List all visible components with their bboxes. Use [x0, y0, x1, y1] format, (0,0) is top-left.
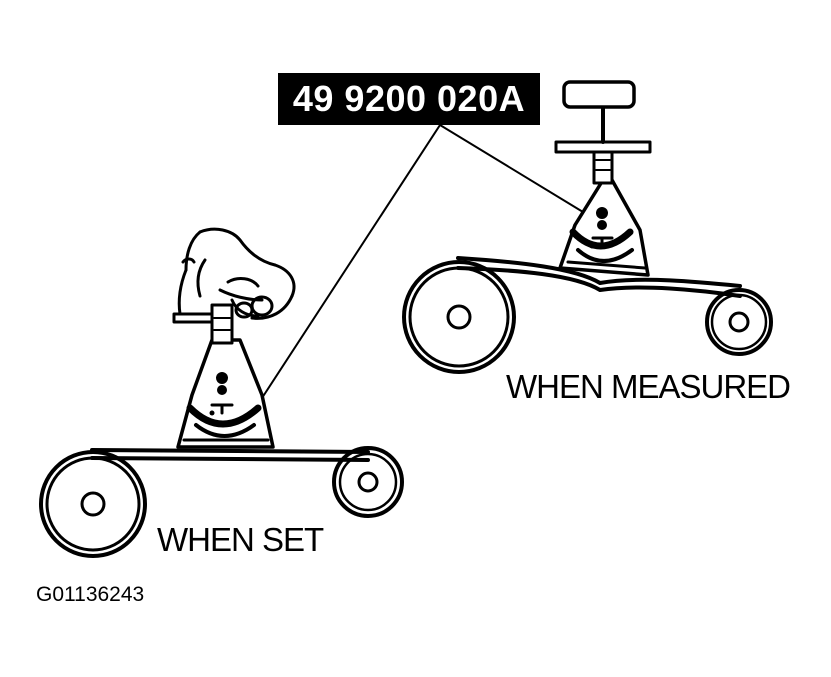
t-handle-measured [554, 80, 652, 185]
tension-gauge-measured [402, 80, 773, 374]
hand-set [177, 227, 296, 320]
when-set-label: WHEN SET [157, 521, 324, 558]
belt-measured [456, 256, 742, 298]
tension-gauge-set [39, 227, 404, 558]
small-pulley-set [332, 446, 404, 518]
gauge-stem-set [172, 303, 234, 345]
leader-lines [261, 124, 584, 399]
large-pulley-set [39, 450, 147, 558]
large-pulley-measured [402, 260, 516, 374]
figure-id-label: G01136243 [36, 583, 145, 606]
part-number-label: 49 9200 020A [278, 73, 540, 125]
belt-set [90, 448, 370, 462]
gauge-body-measured [558, 178, 650, 277]
gauge-body-set [176, 338, 275, 449]
when-measured-label: WHEN MEASURED [506, 368, 791, 405]
small-pulley-measured [705, 288, 773, 356]
